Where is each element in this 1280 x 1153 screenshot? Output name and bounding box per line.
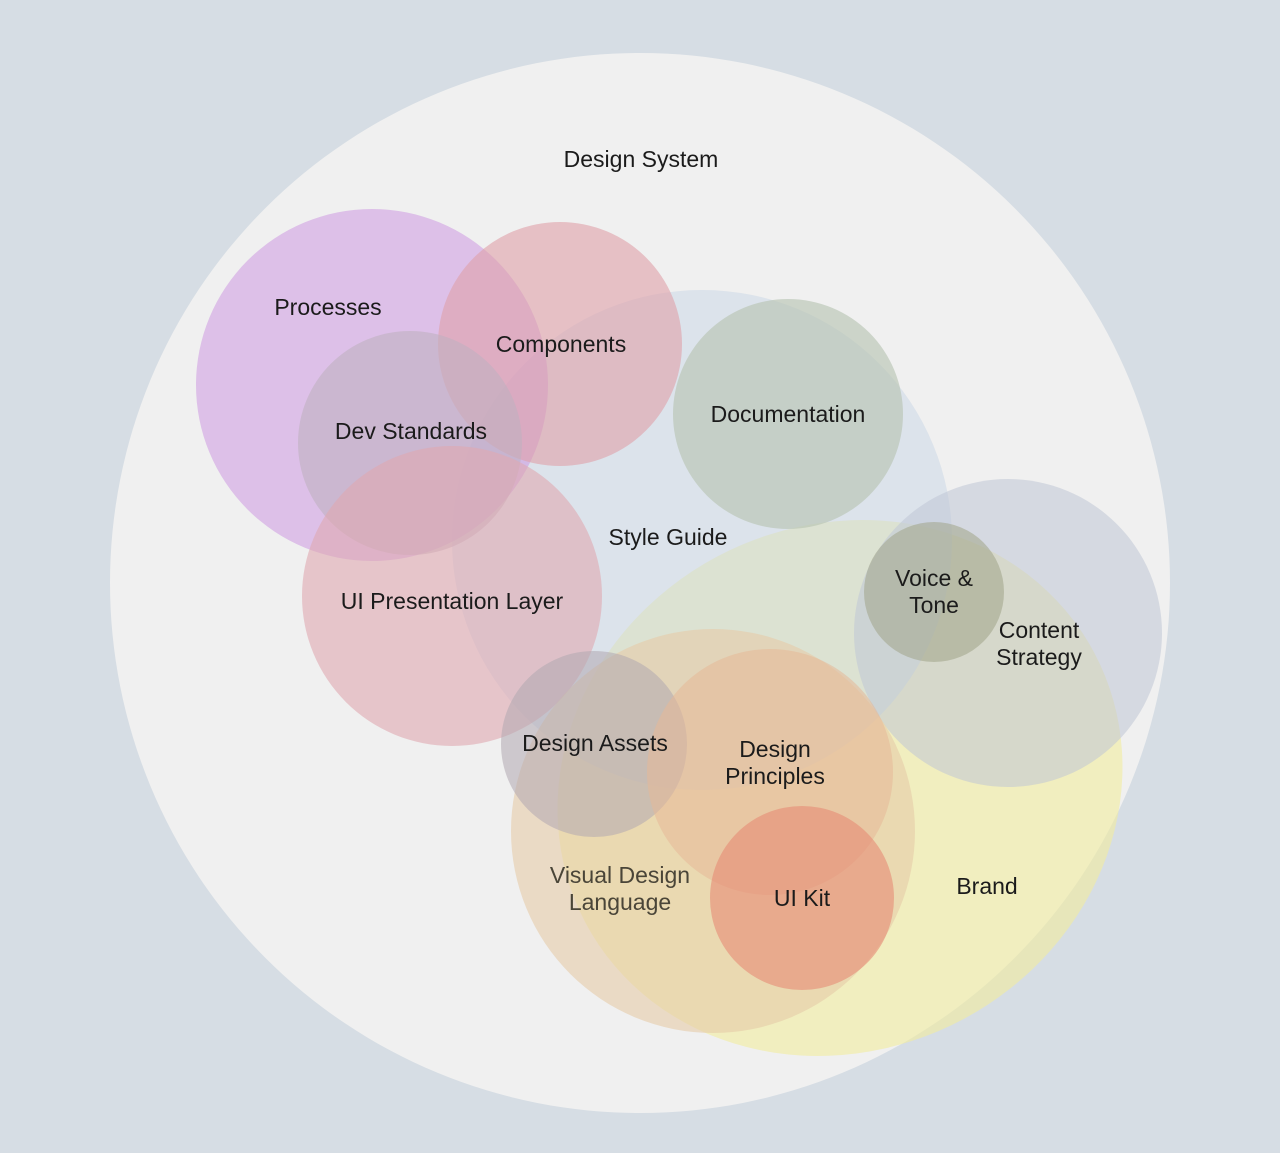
design-principles-label-line2: Principles [725, 763, 825, 789]
ui-kit-label: UI Kit [774, 885, 831, 911]
ui-presentation-layer-label: UI Presentation Layer [341, 588, 564, 614]
content-strategy-label-line2: Strategy [996, 644, 1082, 670]
documentation-circle [673, 299, 903, 529]
visual-design-language-label-line1: Visual Design [550, 862, 690, 888]
design-assets-label: Design Assets [522, 730, 668, 756]
brand-label: Brand [956, 873, 1017, 899]
style-guide-label: Style Guide [609, 524, 728, 550]
components-label: Components [496, 331, 626, 357]
design-principles-label-line1: Design [739, 736, 811, 762]
voice-tone-circle [864, 522, 1004, 662]
design-system-label: Design System [564, 146, 719, 172]
design-assets-circle [501, 651, 687, 837]
voice-tone-label-line1: Voice & [895, 565, 973, 591]
visual-design-language-label-line2: Language [569, 889, 671, 915]
dev-standards-label: Dev Standards [335, 418, 487, 444]
content-strategy-label-line1: Content [999, 617, 1080, 643]
ui-presentation-layer-circle [302, 446, 602, 746]
voice-tone-label-line2: Tone [909, 592, 959, 618]
processes-label: Processes [274, 294, 381, 320]
documentation-label: Documentation [711, 401, 866, 427]
ui-kit-circle [710, 806, 894, 990]
